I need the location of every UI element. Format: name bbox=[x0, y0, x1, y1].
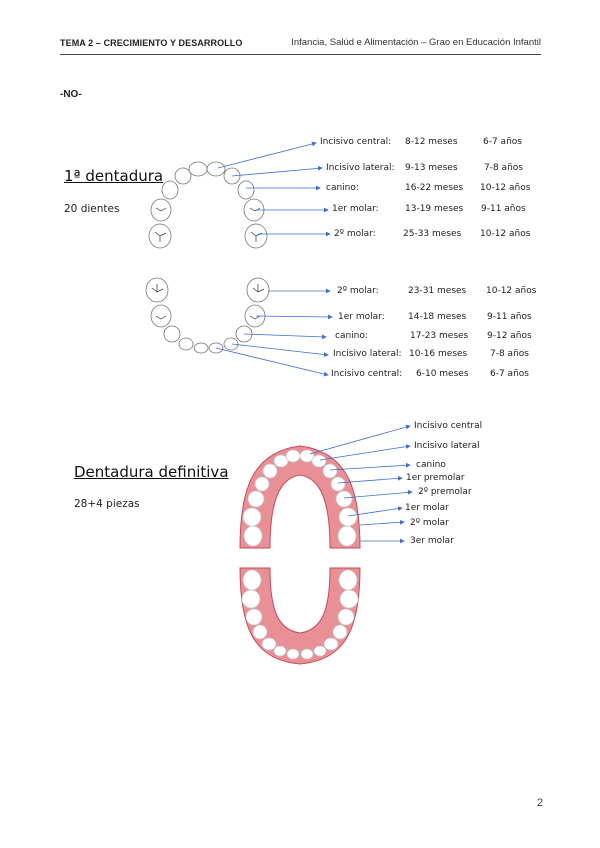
primary-lower-shedding: 10-12 años bbox=[486, 286, 536, 296]
primary-upper-name: Incisivo lateral: bbox=[326, 163, 395, 173]
primary-upper-eruption: 25-33 meses bbox=[403, 229, 461, 239]
permanent-tooth-label: Incisivo lateral bbox=[414, 441, 480, 451]
primary-lower-shedding: 9-12 años bbox=[487, 331, 532, 341]
primary-lower-name: 2º molar: bbox=[337, 286, 379, 296]
primary-lower-eruption: 6-10 meses bbox=[416, 369, 469, 379]
permanent-lower-arch bbox=[240, 568, 360, 664]
primary-upper-eruption: 9-13 meses bbox=[405, 163, 458, 173]
primary-lower-name: Incisivo lateral: bbox=[333, 349, 402, 359]
permanent-tooth-label: canino bbox=[416, 460, 446, 470]
primary-lower-eruption: 10-16 meses bbox=[409, 349, 467, 359]
primary-upper-shedding: 7-8 años bbox=[484, 163, 523, 173]
primary-lower-arch bbox=[146, 278, 269, 353]
permanent-tooth-label: 2º molar bbox=[410, 518, 449, 528]
primary-lower-eruption: 17-23 meses bbox=[410, 331, 468, 341]
primary-lower-shedding: 7-8 años bbox=[490, 349, 529, 359]
primary-lower-eruption: 23-31 meses bbox=[408, 286, 466, 296]
primary-upper-name: 1er molar: bbox=[332, 204, 379, 214]
permanent-tooth-label: 1er premolar bbox=[406, 473, 465, 483]
primary-upper-shedding: 10-12 años bbox=[480, 229, 530, 239]
primary-upper-name: 2º molar: bbox=[334, 229, 376, 239]
permanent-tooth-label: 3er molar bbox=[410, 536, 454, 546]
primary-upper-name: Incisivo central: bbox=[320, 137, 391, 147]
primary-upper-eruption: 16-22 meses bbox=[405, 183, 463, 193]
primary-upper-eruption: 8-12 meses bbox=[405, 137, 458, 147]
primary-lower-eruption: 14-18 meses bbox=[408, 312, 466, 322]
permanent-upper-arch bbox=[240, 446, 360, 548]
primary-lower-name: 1er molar: bbox=[338, 312, 385, 322]
primary-upper-shedding: 10-12 años bbox=[480, 183, 530, 193]
primary-upper-arch bbox=[149, 162, 267, 248]
primary-lower-name: canino: bbox=[335, 331, 368, 341]
primary-upper-eruption: 13-19 meses bbox=[405, 204, 463, 214]
primary-lower-shedding: 9-11 años bbox=[487, 312, 532, 322]
primary-lower-shedding: 6-7 años bbox=[490, 369, 529, 379]
primary-upper-name: canino: bbox=[326, 183, 359, 193]
page-number: 2 bbox=[537, 797, 543, 809]
primary-upper-shedding: 9-11 años bbox=[481, 204, 526, 214]
primary-lower-name: Incisivo central: bbox=[331, 369, 402, 379]
permanent-tooth-label: 2º premolar bbox=[418, 487, 472, 497]
permanent-tooth-label: Incisivo central bbox=[414, 421, 482, 431]
permanent-tooth-label: 1er molar bbox=[405, 503, 449, 513]
primary-upper-shedding: 6-7 años bbox=[483, 137, 522, 147]
